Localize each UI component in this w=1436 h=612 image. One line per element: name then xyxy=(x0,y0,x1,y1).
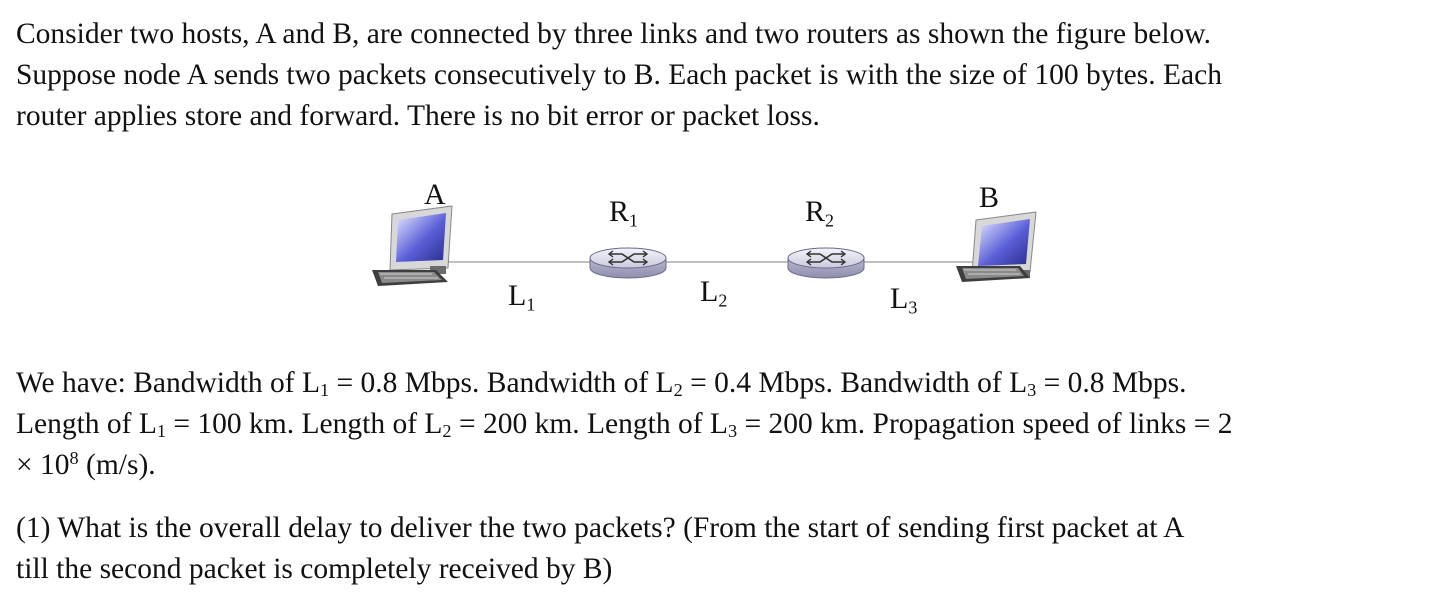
host-a-label: A xyxy=(424,178,446,211)
computer-a-icon xyxy=(372,205,453,286)
router-1-label-sub: 1 xyxy=(629,210,639,231)
text-fragment: We have: Bandwidth of L xyxy=(16,367,321,399)
superscript: 8 xyxy=(69,447,79,468)
link-1-label: L1 xyxy=(508,279,536,315)
router-2-label-base: R xyxy=(805,195,826,228)
speed-line: × 108 (m/s). xyxy=(16,445,1416,486)
subscript: 1 xyxy=(156,421,167,442)
link-2-label: L2 xyxy=(700,275,728,311)
text-fragment: = 0.8 Mbps. Bandwidth of L xyxy=(329,367,674,399)
bandwidth-line: We have: Bandwidth of L1 = 0.8 Mbps. Ban… xyxy=(16,363,1416,404)
text-fragment: = 200 km. Propagation speed of links = 2 xyxy=(737,408,1233,440)
link-3-label-base: L xyxy=(890,282,909,315)
host-b-label: B xyxy=(979,181,1000,214)
text-fragment: = 100 km. Length of L xyxy=(166,408,443,440)
text-fragment: (m/s). xyxy=(78,449,156,481)
given-values: We have: Bandwidth of L1 = 0.8 Mbps. Ban… xyxy=(16,363,1416,486)
link-3-label: L3 xyxy=(890,282,918,318)
router-2-label: R2 xyxy=(805,195,835,231)
intro-line-1: Consider two hosts, A and B, are connect… xyxy=(16,18,1212,50)
text-fragment: = 200 km. Length of L xyxy=(451,408,728,440)
subscript: 3 xyxy=(727,421,738,442)
problem-intro: Consider two hosts, A and B, are connect… xyxy=(16,14,1416,137)
length-line: Length of L1 = 100 km. Length of L2 = 20… xyxy=(16,404,1416,445)
link-1-label-sub: 1 xyxy=(526,294,536,315)
text-fragment: Length of L xyxy=(16,408,157,440)
link-2-label-base: L xyxy=(700,275,719,308)
intro-line-2: Suppose node A sends two packets consecu… xyxy=(16,59,1222,91)
router-2-icon xyxy=(787,247,865,279)
router-1-icon xyxy=(589,247,667,279)
router-1-label: R1 xyxy=(609,195,639,231)
question-1: (1) What is the overall delay to deliver… xyxy=(16,508,1416,590)
router-2-label-sub: 2 xyxy=(825,210,835,231)
link-2-label-sub: 2 xyxy=(718,290,728,311)
subscript: 1 xyxy=(320,380,330,401)
subscript: 3 xyxy=(1027,380,1037,401)
computer-b-icon xyxy=(956,211,1037,282)
text-fragment: = 0.8 Mbps. xyxy=(1036,367,1187,399)
intro-line-3: router applies store and forward. There … xyxy=(16,100,820,132)
link-3-label-sub: 3 xyxy=(908,297,918,318)
router-1-label-base: R xyxy=(609,195,630,228)
subscript: 2 xyxy=(673,380,683,401)
question-line-2: till the second packet is completely rec… xyxy=(16,553,613,585)
link-1-label-base: L xyxy=(508,279,527,312)
subscript: 2 xyxy=(442,421,452,442)
text-fragment: = 0.4 Mbps. Bandwidth of L xyxy=(682,367,1028,399)
question-line-1: (1) What is the overall delay to deliver… xyxy=(16,512,1185,544)
text-fragment: × 10 xyxy=(16,449,70,481)
